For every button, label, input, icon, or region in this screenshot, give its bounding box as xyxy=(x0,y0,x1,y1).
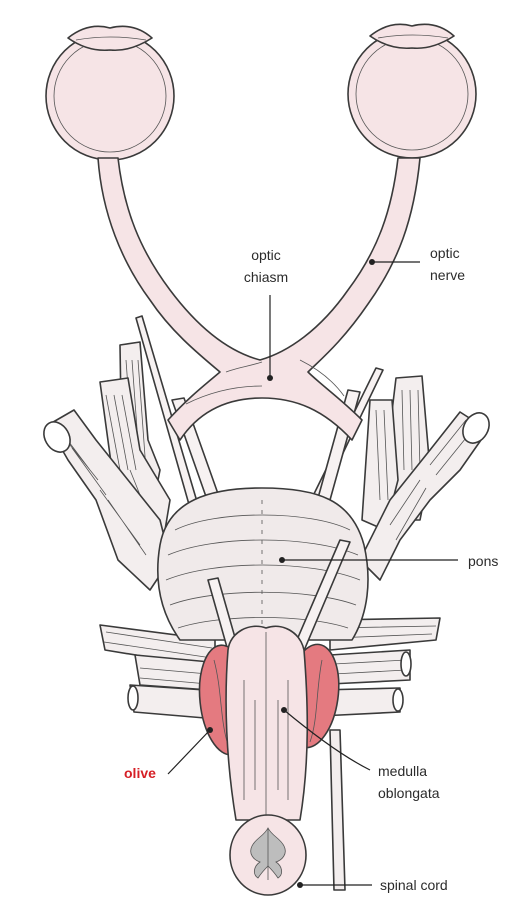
left-eyeball xyxy=(46,26,174,160)
medulla-oblongata xyxy=(226,626,307,820)
olive-leader xyxy=(168,730,210,774)
right-eyeball xyxy=(348,24,476,158)
label-olive: olive xyxy=(124,765,156,781)
label-pons: pons xyxy=(468,553,498,569)
label-medulla-line2: oblongata xyxy=(378,785,440,801)
label-optic-nerve-line2: nerve xyxy=(430,267,465,283)
label-optic-chiasm-line2: chiasm xyxy=(244,269,288,285)
optic-nerves-and-chiasm xyxy=(98,158,420,440)
label-optic-chiasm-line1: optic xyxy=(251,247,281,263)
label-spinal-cord: spinal cord xyxy=(380,877,448,893)
spinal-cord xyxy=(230,815,306,895)
label-optic-nerve-line1: optic xyxy=(430,245,460,261)
label-medulla-line1: medulla xyxy=(378,763,427,779)
